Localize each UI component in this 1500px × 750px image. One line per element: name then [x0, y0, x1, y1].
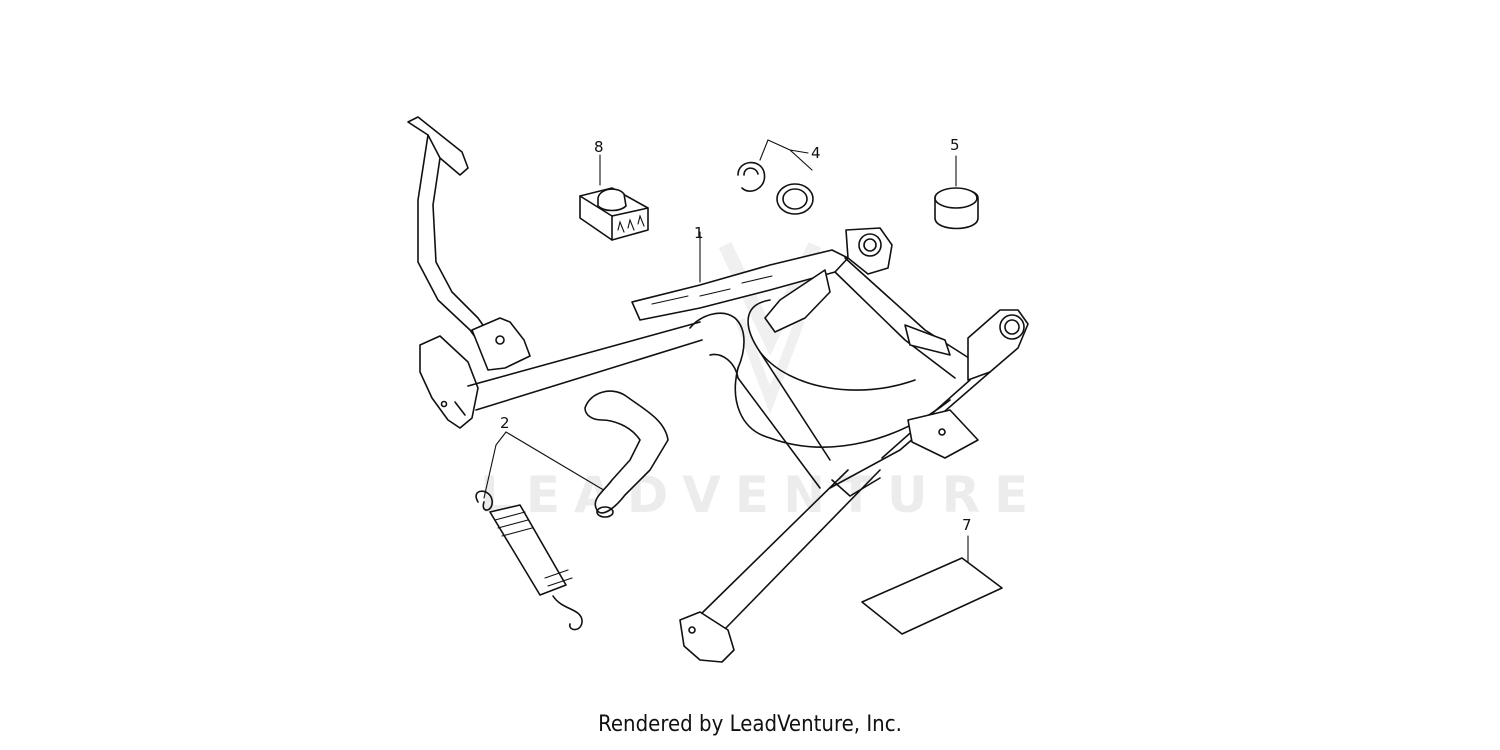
rubber-stop-block: 8	[579, 138, 649, 241]
retaining-rings: 4	[737, 139, 821, 215]
spring-assembly: 2	[475, 390, 669, 631]
watermark-text: LEADVENTURE	[480, 466, 1042, 524]
callout-7: 7	[962, 516, 972, 534]
callout-1: 1	[694, 224, 704, 242]
main-stand-frame: 1	[407, 116, 1029, 663]
cap: 5	[934, 136, 979, 230]
label-sheet: 7	[861, 516, 1003, 635]
callout-2: 2	[500, 414, 510, 432]
callout-4: 5	[950, 136, 960, 154]
credit-footer: Rendered by LeadVenture, Inc.	[598, 712, 902, 737]
watermark: LEADVENTURE	[480, 242, 1042, 524]
callout-5: 4	[811, 144, 821, 162]
callout-8: 8	[594, 138, 604, 156]
